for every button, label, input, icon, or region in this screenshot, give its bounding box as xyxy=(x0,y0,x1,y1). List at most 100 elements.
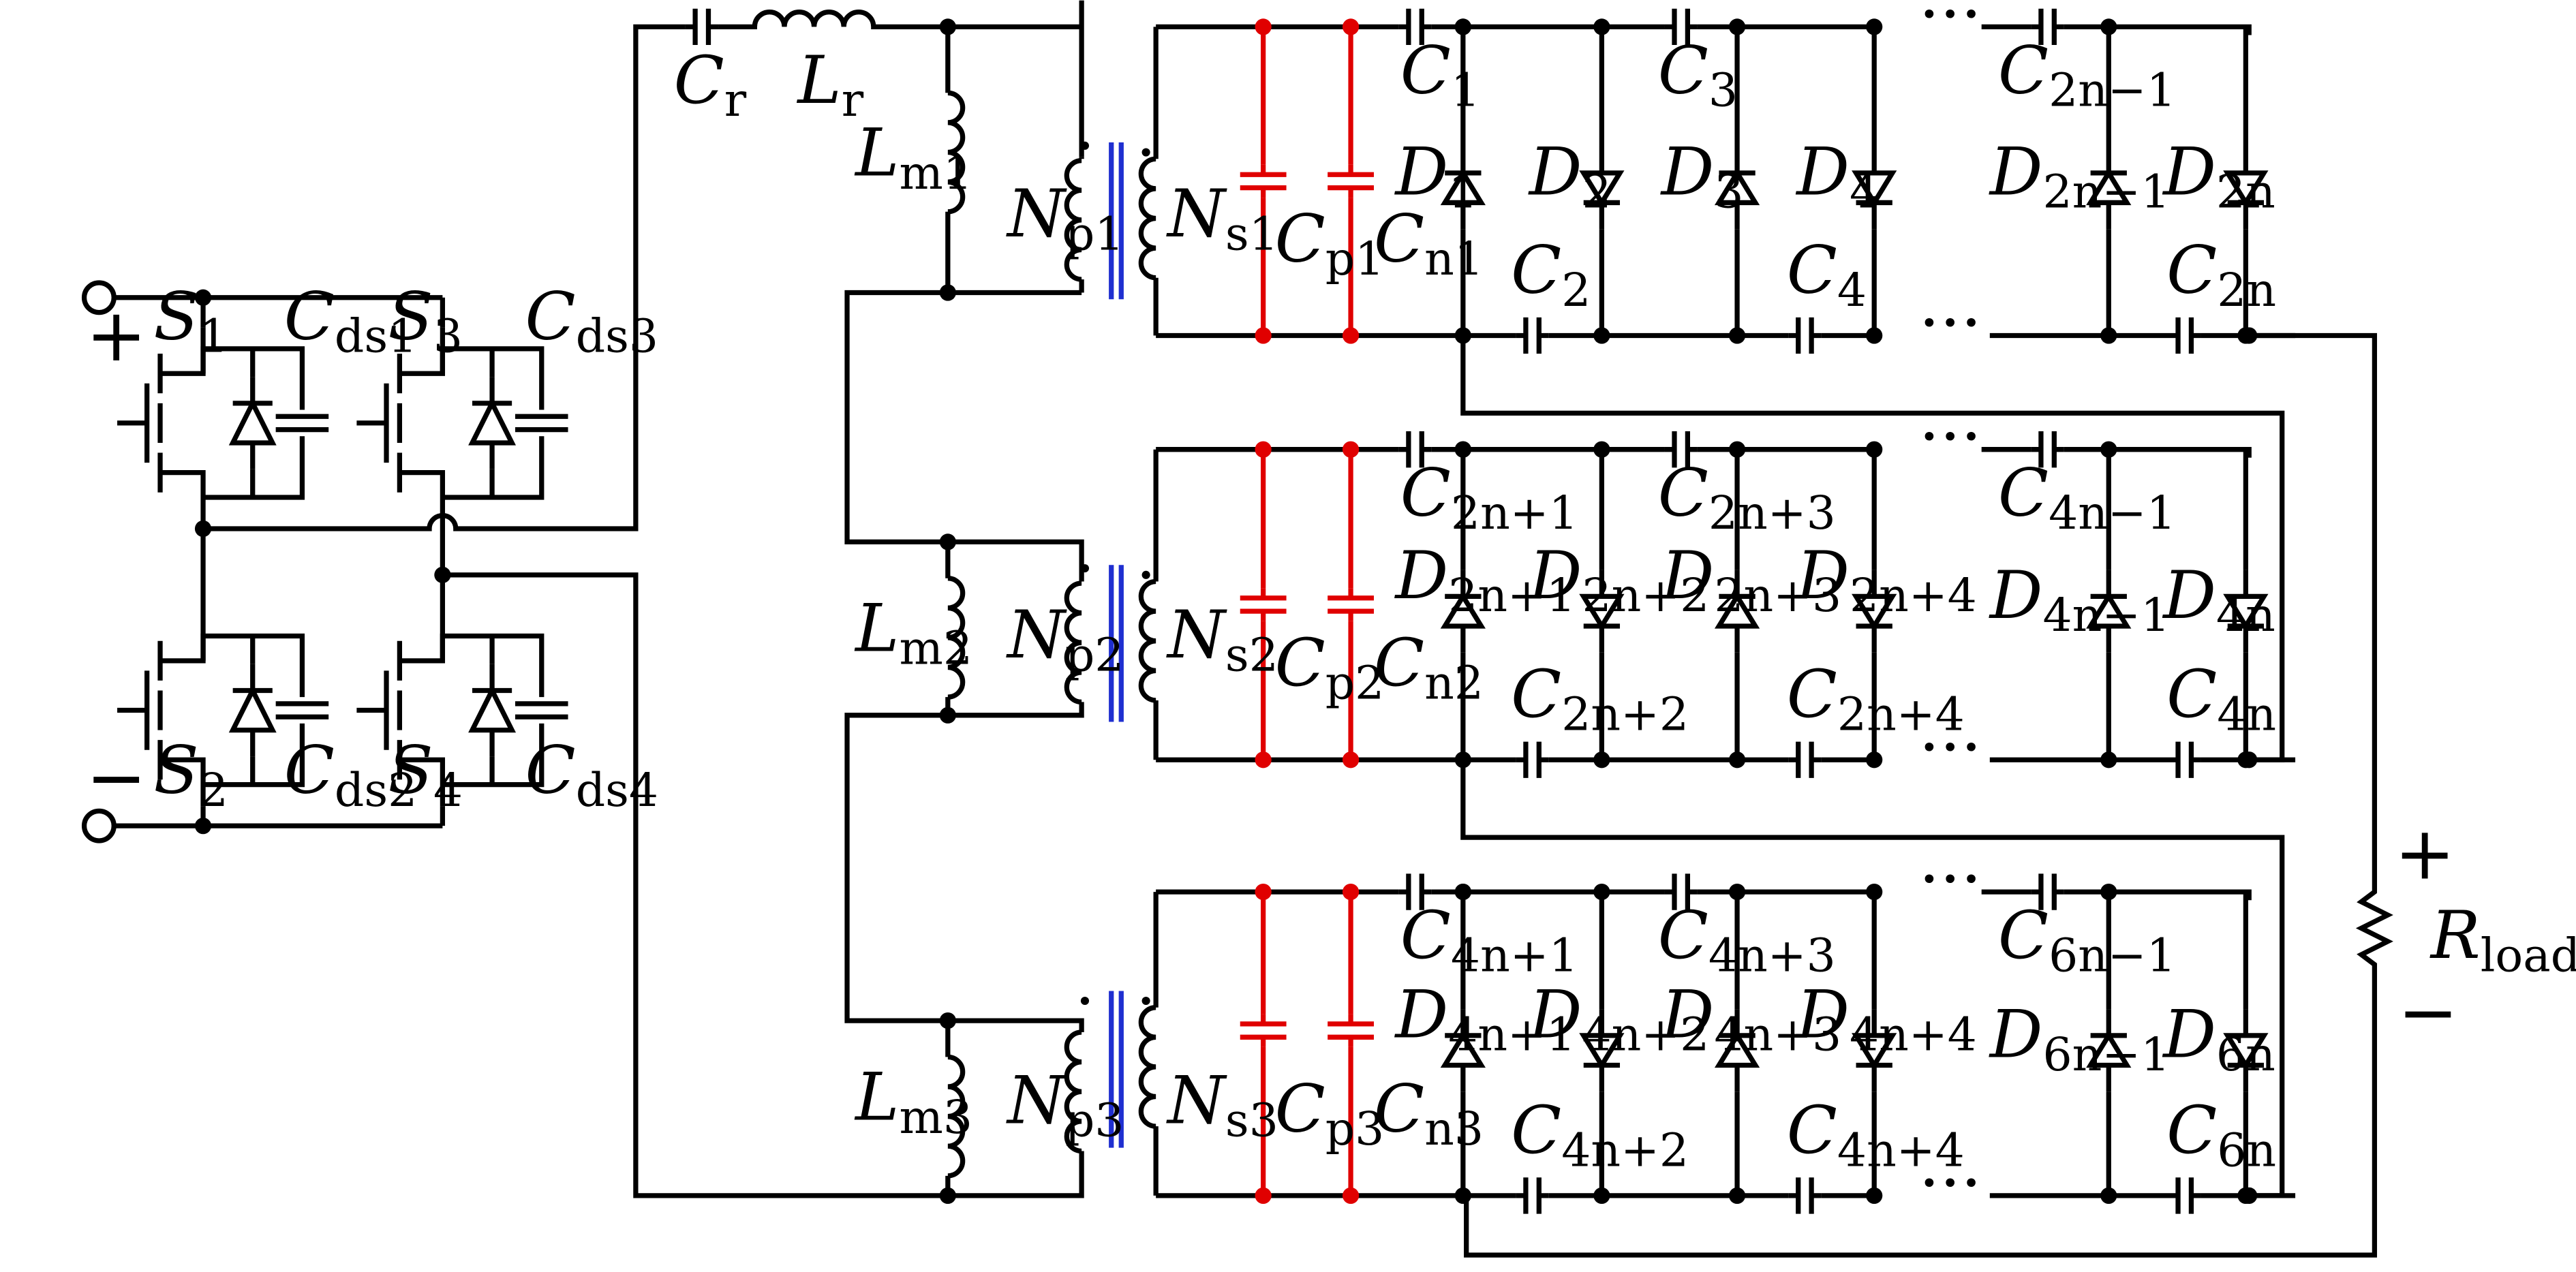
transformer-core-2 xyxy=(1109,565,1124,722)
label-cn1: Cn1 xyxy=(1374,200,1484,285)
label-bottom-cap-c-3: C6n xyxy=(2166,1091,2276,1177)
label-rload: Rload xyxy=(2429,897,2576,982)
label-top-cap-a-1: C1 xyxy=(1400,31,1480,117)
label-cn2: Cn2 xyxy=(1374,624,1484,709)
label-diode-e-3: D6n−1 xyxy=(1989,995,2171,1081)
label-top-cap-a-2: C2n+1 xyxy=(1400,454,1578,540)
ellipsis-top-2: ··· xyxy=(1919,398,1982,475)
multiplier-stage-2: ··· ··· xyxy=(1080,398,2296,1198)
label-top-cap-c-1: C2n−1 xyxy=(1998,31,2176,117)
capacitor-bottom-2-3 xyxy=(2168,742,2201,778)
parasitic-capacitor-3-2 xyxy=(1328,1014,1374,1046)
label-diode-d-3: D4n+4 xyxy=(1795,976,1977,1061)
label-lm3: Lm3 xyxy=(854,1058,972,1143)
label-cp3: Cp3 xyxy=(1275,1070,1385,1155)
parasitic-capacitor-2-1 xyxy=(1240,588,1287,621)
label-cp1: Cp1 xyxy=(1275,200,1385,285)
parasitic-capacitor-3-1 xyxy=(1240,1014,1287,1046)
label-np1: Np1 xyxy=(1006,175,1124,260)
label-top-cap-b-3: C4n+3 xyxy=(1658,897,1836,982)
label-ns3: Ns3 xyxy=(1166,1061,1278,1147)
label-top-cap-c-3: C6n−1 xyxy=(1998,897,2176,982)
label-diode-f-1: D2n xyxy=(2162,133,2275,218)
label-diode-e-1: D2n−1 xyxy=(1989,133,2171,218)
ellipsis-top-3: ··· xyxy=(1919,841,1982,918)
label-cds1: Cds1 xyxy=(284,277,418,362)
label-ns1: Ns1 xyxy=(1166,175,1278,260)
capacitor-bottom-1-3 xyxy=(2168,317,2201,354)
label-diode-c-2: D2n+3 xyxy=(1660,537,1842,622)
capacitor-bottom-3-1 xyxy=(1516,1177,1548,1213)
secondary-winding-3 xyxy=(1141,1008,1156,1126)
label-diode-b-2: D2n+2 xyxy=(1528,537,1710,622)
label-cds2: Cds2 xyxy=(284,732,418,817)
transformer-core-3 xyxy=(1109,991,1124,1148)
parasitic-capacitor-2-2 xyxy=(1328,588,1374,621)
label-bottom-cap-c-1: C2n xyxy=(2166,232,2276,317)
label-bottom-cap-b-1: C4 xyxy=(1787,232,1867,317)
capacitor-bottom-1-1 xyxy=(1516,317,1548,354)
secondary-winding-1 xyxy=(1141,159,1156,277)
capacitor-bottom-1-2 xyxy=(1788,317,1821,354)
label-diode-b-3: D4n+2 xyxy=(1528,976,1710,1061)
label-bottom-cap-b-3: C4n+4 xyxy=(1787,1091,1965,1177)
label-cds3: Cds3 xyxy=(525,277,659,362)
output-plus-sign: + xyxy=(2394,812,2455,897)
label-diode-f-2: D4n xyxy=(2162,557,2275,642)
label-diode-a-3: D4n+1 xyxy=(1394,976,1576,1061)
transformer-core-1 xyxy=(1109,142,1124,300)
label-cn3: Cn3 xyxy=(1374,1070,1484,1155)
capacitor-bottom-3-2 xyxy=(1788,1177,1821,1213)
parasitic-capacitor-1-2 xyxy=(1328,165,1374,198)
inverter-bridge: + − xyxy=(81,24,948,1198)
label-np3: Np3 xyxy=(1006,1061,1124,1147)
label-top-cap-c-2: C4n−1 xyxy=(1998,454,2176,540)
resonant-capacitor xyxy=(686,9,718,45)
label-diode-e-2: D4n−1 xyxy=(1989,557,2171,642)
label-cr: Cr xyxy=(674,42,747,127)
label-lm1: Lm1 xyxy=(854,114,972,199)
label-bottom-cap-b-2: C2n+4 xyxy=(1787,655,1965,741)
ellipsis-bottom-3: ··· xyxy=(1919,1144,1982,1221)
secondary-winding-2 xyxy=(1141,582,1156,700)
capacitor-bottom-3-3 xyxy=(2168,1177,2201,1213)
label-bottom-cap-a-2: C2n+2 xyxy=(1511,655,1689,741)
label-diode-c-3: D4n+3 xyxy=(1660,976,1842,1061)
label-s1: S1 xyxy=(153,277,228,362)
label-cp2: Cp2 xyxy=(1275,624,1385,709)
input-minus-sign: − xyxy=(86,736,147,820)
multiplier-stage-3: ··· ··· xyxy=(1080,841,2296,1221)
label-diode-d-1: D4 xyxy=(1795,133,1879,218)
multiplier-stage-1: ··· ··· xyxy=(1080,0,2296,762)
label-s4: S4 xyxy=(388,732,463,817)
ellipsis-bottom-1: ··· xyxy=(1919,284,1982,361)
label-bottom-cap-a-1: C2 xyxy=(1511,232,1591,317)
capacitor-bottom-2-2 xyxy=(1788,742,1821,778)
capacitor-bottom-2-1 xyxy=(1516,742,1548,778)
label-diode-a-1: D1 xyxy=(1394,133,1478,218)
label-s3: S3 xyxy=(388,277,463,362)
label-diode-d-2: D2n+4 xyxy=(1795,537,1977,622)
label-top-cap-a-3: C4n+1 xyxy=(1400,897,1578,982)
label-np2: Np2 xyxy=(1006,596,1124,681)
label-diode-c-1: D3 xyxy=(1660,133,1744,218)
resonant-inductor xyxy=(718,9,948,30)
load-resistor: + − xyxy=(1464,332,2459,1258)
label-top-cap-b-1: C3 xyxy=(1658,31,1738,117)
label-bottom-cap-c-2: C4n xyxy=(2166,655,2276,741)
label-diode-a-2: D2n+1 xyxy=(1394,537,1576,622)
label-cds4: Cds4 xyxy=(525,732,659,817)
primary-chain xyxy=(844,0,1084,1205)
label-lm2: Lm2 xyxy=(854,589,972,674)
parasitic-capacitor-1-1 xyxy=(1240,165,1287,198)
input-plus-sign: + xyxy=(86,294,147,378)
ellipsis-bottom-2: ··· xyxy=(1919,709,1982,786)
ellipsis-top-1: ··· xyxy=(1919,0,1982,52)
label-bottom-cap-a-3: C4n+2 xyxy=(1511,1091,1689,1177)
output-minus-sign: − xyxy=(2397,970,2458,1055)
label-lr: Lr xyxy=(796,42,863,127)
label-ns2: Ns2 xyxy=(1166,596,1278,681)
label-diode-b-1: D2 xyxy=(1528,133,1612,218)
label-top-cap-b-2: C2n+3 xyxy=(1658,454,1836,540)
